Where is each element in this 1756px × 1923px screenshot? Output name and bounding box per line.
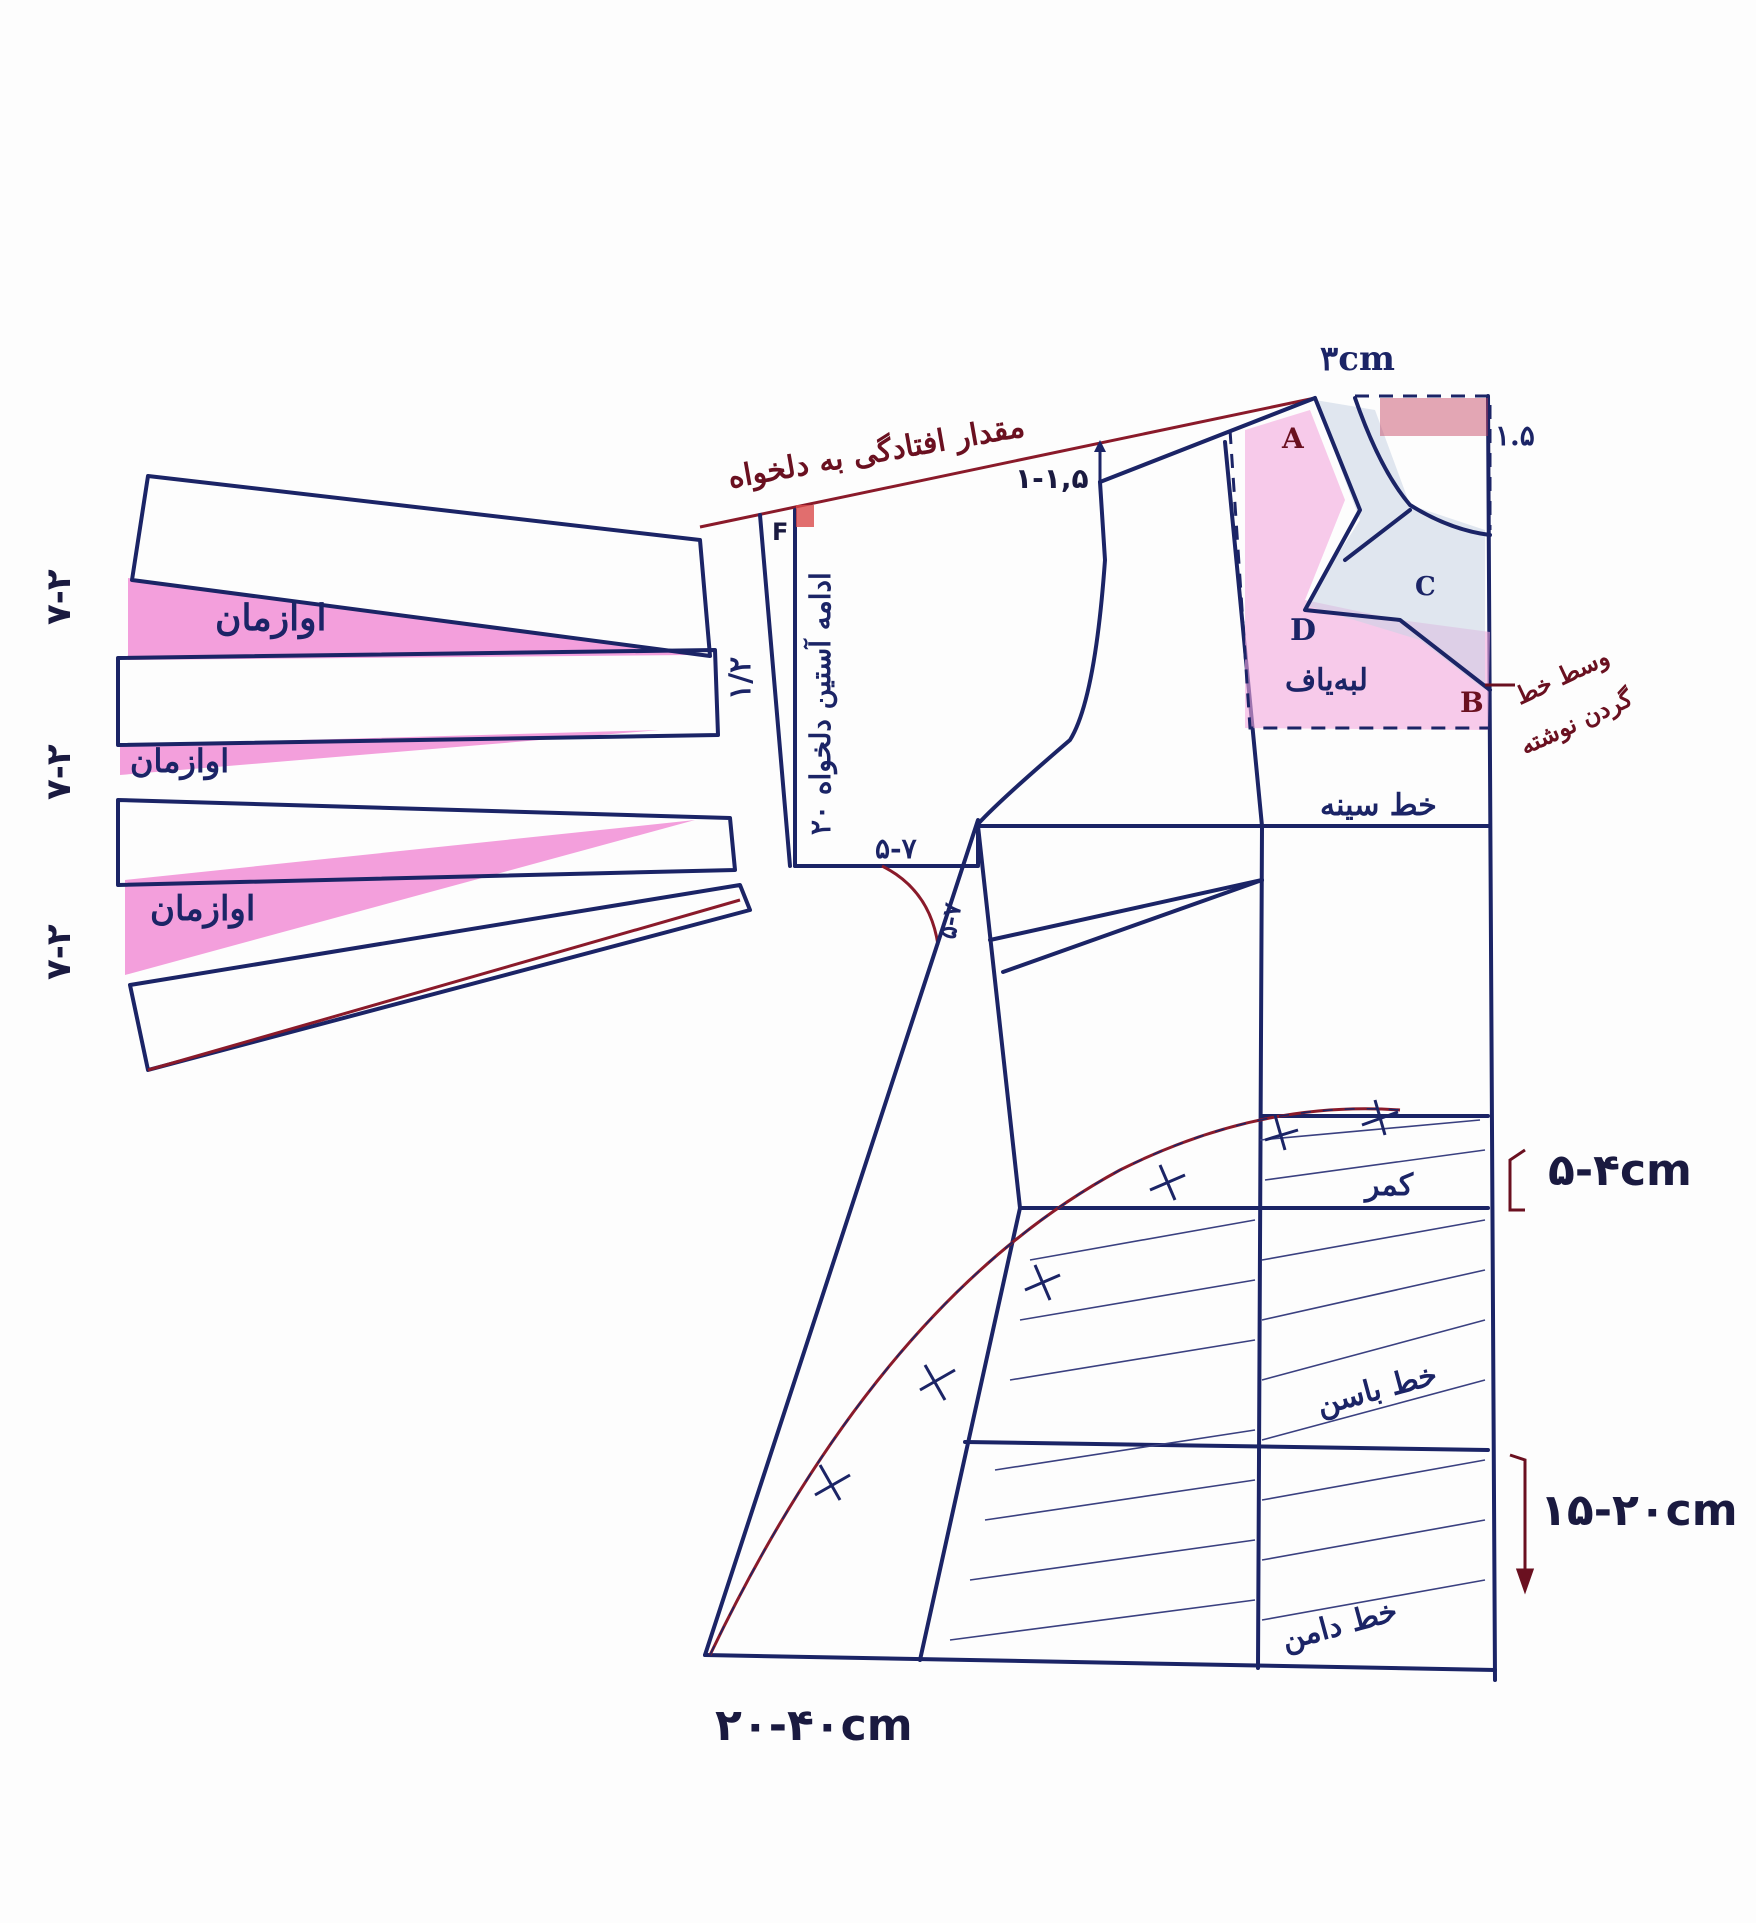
label-flare-width: ۲۰-۴۰cm xyxy=(715,1700,913,1751)
label-facing: لبه‌یاف xyxy=(1285,663,1368,698)
label-hip-drop: ۱۵-۲۰cm xyxy=(1540,1485,1738,1536)
label-point-d: D xyxy=(1290,613,1316,648)
lapel-line xyxy=(1303,396,1492,692)
label-slash-3: اوازمان xyxy=(150,889,255,929)
skirt-hatching xyxy=(949,1119,1486,1641)
skirt-side-line xyxy=(918,1206,1022,1662)
label-point-a: A xyxy=(1281,422,1305,455)
facing-dashed xyxy=(1228,429,1488,730)
label-point-c: C xyxy=(1415,572,1436,602)
neckline-facing xyxy=(1228,394,1515,730)
dimension-arrows xyxy=(1508,1148,1535,1595)
label-shoulder-ease: مقدار افتادگی به دلخواه xyxy=(725,408,1027,496)
label-point-b: B xyxy=(1460,686,1484,719)
label-armhole-curve: ۵-۷ xyxy=(875,832,918,865)
label-chest-line: خط سینه xyxy=(1320,788,1437,823)
label-shoulder-rise: ١-١,۵ xyxy=(1015,462,1089,495)
flare-side-line xyxy=(703,818,980,1657)
label-neck-drop: ١.۵ xyxy=(1495,419,1535,452)
bodice-side-line xyxy=(976,824,1022,1210)
label-waist-line: کمر xyxy=(1363,1168,1414,1203)
label-top-cm: ٣cm xyxy=(1320,339,1395,379)
flare-hem-curve xyxy=(708,1107,1401,1656)
label-waist-ease: ۵-۴cm xyxy=(1548,1145,1692,1196)
hem-line xyxy=(703,1653,1497,1672)
sleeve-strip-4 xyxy=(128,883,752,1072)
label-spread-2: ۷-۲ xyxy=(39,744,79,800)
lapel-break xyxy=(1343,508,1412,562)
neck-drop-hatch xyxy=(1380,398,1488,436)
hip-drop-arrowhead xyxy=(1515,1568,1535,1595)
sleeve-cap xyxy=(699,396,1317,946)
marker-f xyxy=(796,505,814,527)
curve-cross-marks xyxy=(814,1099,1399,1501)
neckline-curve xyxy=(1353,396,1492,537)
princess-lower xyxy=(1256,824,1264,1670)
waist-ease-bracket xyxy=(1508,1148,1526,1212)
sleeve-strip-1 xyxy=(130,474,712,658)
flare-hem-curve-dash xyxy=(709,1108,1401,1656)
spread-wedge-3 xyxy=(125,820,695,975)
label-slash-1: اوازمان xyxy=(215,597,326,640)
neck-hatch-fill xyxy=(1305,400,1485,690)
sleeve-strip-2 xyxy=(116,648,720,747)
label-spread-3: ۷-۲ xyxy=(39,924,79,980)
label-sleeve-half: ۱/۲ xyxy=(723,657,758,700)
facing-fill xyxy=(1245,410,1490,730)
label-sleeve-length: ۲۰ ادامه آستین دلخواه xyxy=(802,572,838,835)
center-front-line xyxy=(1486,394,1497,1682)
underarm-curve xyxy=(881,864,940,946)
shoulder-rise-arrowhead xyxy=(1094,440,1106,452)
hip-line xyxy=(963,1440,1490,1452)
sleeve-hem-line xyxy=(147,898,741,1072)
sleeve-front-line xyxy=(758,513,792,868)
dart-lower xyxy=(1001,878,1264,974)
label-slash-2: اوازمان xyxy=(130,742,229,781)
armhole-curve xyxy=(793,480,1107,868)
label-hip-line: خط باسن xyxy=(1313,1357,1441,1423)
sleeve-slash-pieces xyxy=(116,474,752,1072)
hip-drop-bracket xyxy=(1509,1453,1527,1575)
sleeve-strip-3 xyxy=(116,798,737,887)
neck-dashed-box xyxy=(1355,394,1492,530)
shoulder-line xyxy=(1098,396,1317,484)
label-spread-1: ۷-۲ xyxy=(39,569,79,625)
label-point-f: F xyxy=(772,518,788,546)
label-side-ease: ۵-۷ xyxy=(932,901,967,941)
flare-curve xyxy=(708,1099,1401,1656)
label-hem-line: خط دامن xyxy=(1278,1593,1401,1657)
dart-upper xyxy=(988,878,1264,942)
